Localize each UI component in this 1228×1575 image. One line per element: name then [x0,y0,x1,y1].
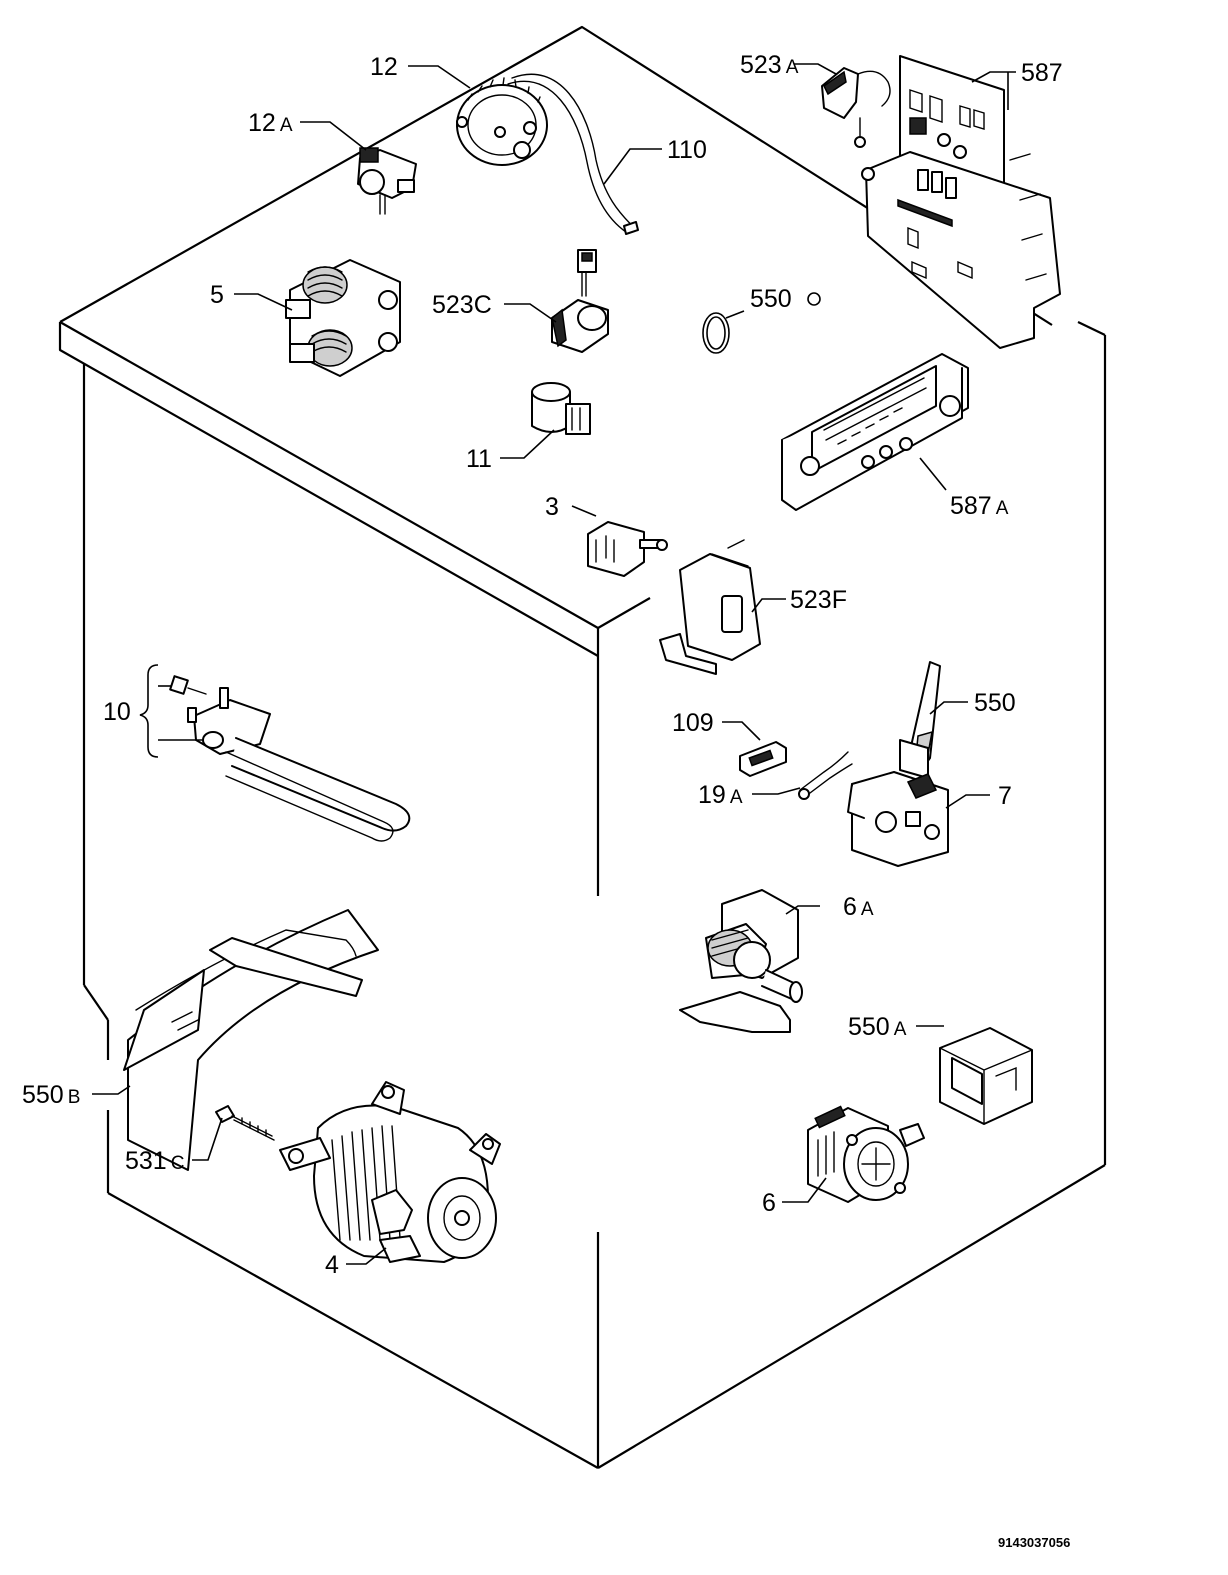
cover-109 [739,741,787,777]
heater-bracket [139,664,159,758]
drain-pump-6a [679,889,803,1033]
motor-4 [279,1081,501,1263]
connector-523a [821,67,891,148]
callout-6: 6 [762,1189,776,1217]
switch-7 [847,771,949,867]
o-ring-550 [702,312,730,354]
callout-550-oring: 550 [750,285,792,313]
pump-6 [807,1105,925,1203]
callout-550: 550 [974,689,1016,717]
callout-587: 587 [1021,59,1063,87]
cabinet-outline [58,25,1107,1469]
pressure-switch-12 [456,77,548,166]
motor-cover-550b [123,909,379,1171]
level-switch-12a [357,147,417,215]
door-interlock-523f [659,539,761,675]
o-ring-marker-icon [807,292,821,306]
callout-12: 12 [370,53,398,81]
heating-element-10 [169,675,411,842]
callout-4: 4 [325,1251,339,1279]
document-number: 9143037056 [998,1535,1070,1550]
callout-10: 10 [103,698,131,726]
ntc-sensor-19a [798,751,853,800]
callout-523c: 523C [432,291,492,319]
callout-11: 11 [466,445,492,473]
callout-109: 109 [672,709,714,737]
callout-523f: 523F [790,586,847,614]
callout-3: 3 [545,493,559,521]
control-board-587 [861,55,1061,349]
callout-110: 110 [667,136,707,164]
leader-lines [92,63,1016,1265]
switch-523c [551,249,609,353]
control-panel-587a [781,353,969,511]
hose-110 [507,73,639,235]
screw-531c [215,1105,275,1141]
callout-7: 7 [998,782,1012,810]
capacitor-11 [531,382,591,435]
callout-5: 5 [210,281,224,309]
selector-switch-3 [587,521,668,577]
cover-550a [939,1027,1033,1125]
lever-550 [899,661,941,779]
inlet-valve-5 [285,259,401,377]
